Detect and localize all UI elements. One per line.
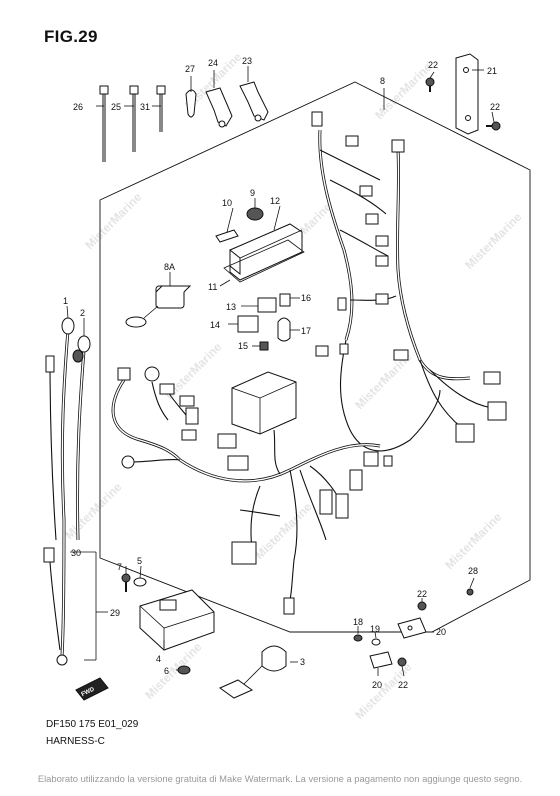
callout-4: 4 [156,654,161,664]
section-name: HARNESS-C [46,736,105,747]
cap-17 [277,317,291,342]
relay-13 [257,297,277,313]
callout-8: 8 [380,76,385,86]
fuse-15 [259,341,269,351]
fwd-badge: FWD [75,677,109,701]
callout-21: 21 [487,66,497,76]
callouts: 26 25 31 27 24 23 22 21 22 8 9 10 12 11 … [63,56,500,690]
grommet-5 [133,577,147,587]
callout-18: 18 [353,617,363,627]
bracket-4 [139,589,215,651]
callout-11: 11 [208,282,217,292]
fuse-lead [43,355,61,651]
callout-12: 12 [270,196,280,206]
relay-box-12 [229,223,303,281]
callout-14: 14 [210,320,220,330]
callout-27: 27 [185,64,195,74]
callout-22-right: 22 [490,102,500,112]
cap-8A [125,285,192,328]
callout-25: 25 [111,102,121,112]
bolt-7 [121,573,131,592]
callout-9: 9 [250,188,255,198]
callout-30: 30 [71,548,81,558]
callout-22-bottom: 22 [398,680,408,690]
clamp-20-bottom [369,651,393,669]
callout-8A: 8A [164,262,175,272]
callout-17: 17 [301,326,311,336]
model-code: DF150 175 E01_029 [46,719,139,730]
callout-16: 16 [301,293,311,303]
cap-3 [218,645,287,699]
clamp-23 [239,81,269,122]
main-harness-8 [311,111,507,452]
callout-20-top: 20 [436,627,446,637]
callout-22-lower: 22 [417,589,427,599]
relay-14 [237,315,259,333]
callout-3: 3 [300,657,305,667]
callout-6: 6 [164,666,169,676]
battery-cable-2 [72,335,91,541]
left-harness [111,366,393,615]
bolt-22-right [486,121,501,131]
watermark: MisterMarine [352,660,414,722]
nut-6 [177,665,191,675]
callout-29: 29 [110,608,120,618]
callout-13: 13 [226,302,236,312]
callout-28: 28 [468,566,478,576]
watermark: MisterMarine [82,190,144,252]
cable-tie-26 [99,85,109,162]
watermark: MisterMarine [142,640,204,702]
callout-1: 1 [63,296,68,306]
bolt-22-bottom [397,657,407,667]
watermark: MisterMarine [462,210,524,272]
battery-cable-1 [56,317,75,666]
figure-title: FIG.29 [44,27,98,46]
clamp-20-top [397,617,427,639]
gasket-11 [223,239,305,283]
fuse-16 [279,293,291,307]
watermark: MisterMarine [442,510,504,572]
callout-23: 23 [242,56,252,66]
bolt-28 [466,588,474,596]
grommet-18 [353,634,363,642]
clamp-24 [205,87,233,128]
fwd-label: FWD [81,686,97,698]
cable-tie-31 [156,85,166,132]
callout-15: 15 [238,341,248,351]
watermark: MisterMarine [252,500,314,562]
callout-20-bottom: 20 [372,680,382,690]
callout-19: 19 [370,624,380,634]
callout-2: 2 [80,308,85,318]
bolt-22-lower [417,601,427,611]
watermark: MisterMarine [372,60,434,122]
callout-24: 24 [208,58,218,68]
callout-10: 10 [222,198,232,208]
junction-box [231,371,297,475]
watermark-notice: Elaborato utilizzando la versione gratui… [37,773,523,784]
bolt-22-top [425,77,435,92]
washer-19 [371,638,381,646]
callout-31: 31 [140,102,150,112]
callout-5: 5 [137,556,142,566]
callout-22-top: 22 [428,60,438,70]
leader-lines [66,66,495,677]
callout-7: 7 [117,562,122,572]
grommet-9 [246,207,264,221]
bracket-21 [455,53,479,135]
cable-tie-25 [129,85,139,152]
clip-10 [215,229,239,243]
clamp-27 [185,89,197,118]
callout-26: 26 [73,102,83,112]
watermark: MisterMarine [62,480,124,542]
